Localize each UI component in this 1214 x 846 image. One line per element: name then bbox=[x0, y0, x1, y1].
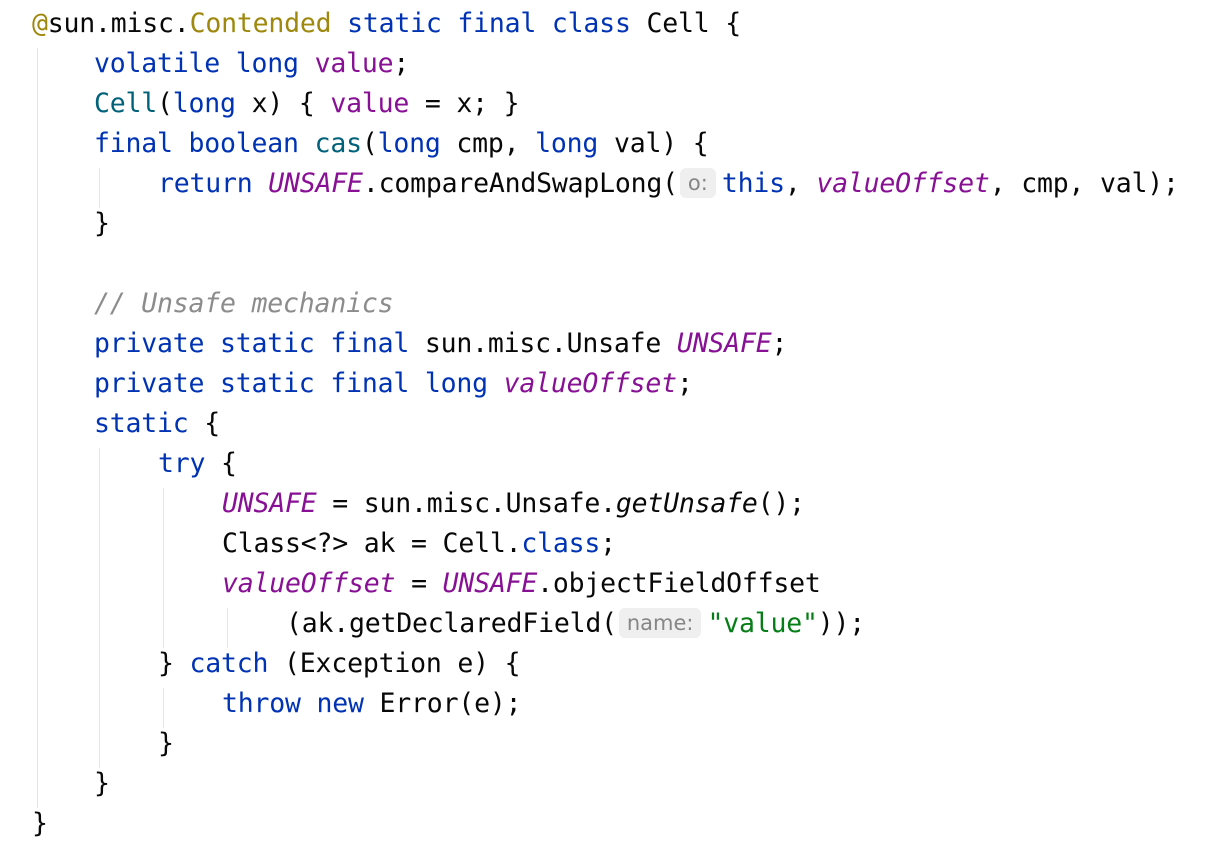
static-field: UNSAFE bbox=[442, 568, 538, 599]
closing-brace: } bbox=[94, 768, 110, 799]
indent-guide bbox=[99, 448, 100, 768]
keyword: return bbox=[158, 168, 269, 199]
keyword: this bbox=[721, 168, 785, 199]
closing-brace: } bbox=[32, 808, 48, 839]
code-line[interactable]: private static final sun.misc.Unsafe UNS… bbox=[94, 324, 787, 364]
keyword: long bbox=[535, 128, 599, 159]
indent-guide bbox=[37, 48, 38, 808]
closing-brace: } bbox=[158, 728, 174, 759]
annotation-name: Contended bbox=[189, 8, 332, 39]
indent-guide bbox=[163, 688, 164, 728]
keyword: class bbox=[521, 528, 601, 559]
punctuation: { bbox=[188, 408, 221, 439]
keyword: private static final long bbox=[94, 368, 504, 399]
code-line[interactable]: } bbox=[32, 804, 48, 844]
static-field: UNSAFE bbox=[268, 168, 363, 199]
code-text: = bbox=[395, 568, 443, 599]
punctuation: (); bbox=[757, 488, 805, 519]
code-text: (ak.getDeclaredField( bbox=[286, 608, 617, 639]
punctuation: ( bbox=[157, 88, 173, 119]
code-line[interactable]: final boolean cas(long cmp, long val) { bbox=[94, 124, 709, 164]
keyword: static bbox=[94, 408, 189, 439]
string-literal: "value" bbox=[707, 608, 818, 639]
code-text: .objectFieldOffset bbox=[537, 568, 821, 599]
annotation-at: @ bbox=[32, 8, 48, 39]
code-text: .compareAndSwapLong( bbox=[362, 168, 678, 199]
code-line[interactable]: } catch (Exception e) { bbox=[158, 644, 521, 684]
parameter-hint: name: bbox=[618, 608, 702, 638]
static-method-call: getUnsafe bbox=[615, 488, 758, 519]
static-field: valueOffset bbox=[503, 368, 678, 399]
code-text: = sun.misc.Unsafe. bbox=[316, 488, 616, 519]
comment: // Unsafe mechanics bbox=[94, 288, 394, 319]
code-line[interactable]: } bbox=[158, 724, 174, 764]
method-name: cas bbox=[314, 128, 362, 159]
punctuation: ( bbox=[361, 128, 378, 159]
keyword: final boolean bbox=[94, 128, 315, 159]
code-line[interactable]: @sun.misc.Contended static final class C… bbox=[32, 4, 741, 44]
closing-brace: } bbox=[158, 648, 190, 679]
keyword: private static final bbox=[94, 328, 425, 359]
code-line[interactable]: try { bbox=[158, 444, 237, 484]
static-field: UNSAFE bbox=[676, 328, 772, 359]
code-line[interactable]: Class<?> ak = Cell.class; bbox=[222, 524, 616, 564]
keyword: static final class bbox=[331, 8, 647, 39]
punctuation: )); bbox=[817, 608, 866, 639]
code-text: cmp, bbox=[440, 128, 536, 159]
punctuation: ; bbox=[676, 368, 693, 399]
field-name: value bbox=[314, 48, 394, 79]
punctuation: , bbox=[784, 168, 817, 199]
static-field: valueOffset bbox=[222, 568, 396, 599]
code-line[interactable]: } bbox=[94, 204, 110, 244]
code-line[interactable]: valueOffset = UNSAFE.objectFieldOffset bbox=[222, 564, 821, 604]
code-text: (Exception e) { bbox=[268, 648, 521, 679]
code-text: Class<?> ak = Cell. bbox=[222, 528, 522, 559]
code-text: = x; } bbox=[409, 88, 520, 119]
code-line[interactable]: volatile long value; bbox=[94, 44, 409, 84]
code-line[interactable]: Cell(long x) { value = x; } bbox=[94, 84, 520, 124]
annotation-package: sun.misc. bbox=[47, 8, 190, 39]
constructor-name: Cell bbox=[94, 88, 158, 119]
code-line[interactable]: return UNSAFE.compareAndSwapLong(o:this,… bbox=[158, 164, 1179, 204]
code-text: x) { bbox=[235, 88, 331, 119]
indent-guide bbox=[163, 488, 164, 648]
code-line[interactable]: UNSAFE = sun.misc.Unsafe.getUnsafe(); bbox=[222, 484, 805, 524]
code-line[interactable]: } bbox=[94, 764, 110, 804]
code-line[interactable]: (ak.getDeclaredField(name:"value")); bbox=[286, 604, 865, 644]
class-name: Cell { bbox=[646, 8, 741, 39]
code-text: Error(e); bbox=[379, 688, 522, 719]
parameter-hint: o: bbox=[679, 168, 716, 198]
code-text: , cmp, val); bbox=[989, 168, 1179, 199]
static-field: UNSAFE bbox=[222, 488, 317, 519]
indent-guide bbox=[227, 608, 228, 648]
field-name: value bbox=[330, 88, 410, 119]
keyword: long bbox=[172, 88, 236, 119]
keyword: volatile long bbox=[94, 48, 315, 79]
punctuation: { bbox=[205, 448, 237, 479]
code-line[interactable]: private static final long valueOffset; bbox=[94, 364, 693, 404]
keyword: throw new bbox=[222, 688, 380, 719]
code-line[interactable]: static { bbox=[94, 404, 220, 444]
closing-brace: } bbox=[94, 208, 110, 239]
static-field: valueOffset bbox=[816, 168, 990, 199]
punctuation: ; bbox=[393, 48, 410, 79]
keyword: long bbox=[377, 128, 441, 159]
keyword: catch bbox=[189, 648, 269, 679]
code-text: val) { bbox=[598, 128, 709, 159]
type-name: sun.misc.Unsafe bbox=[424, 328, 677, 359]
punctuation: ; bbox=[771, 328, 788, 359]
code-line[interactable]: throw new Error(e); bbox=[222, 684, 522, 724]
code-line[interactable]: // Unsafe mechanics bbox=[94, 284, 394, 324]
keyword: try bbox=[158, 448, 206, 479]
punctuation: ; bbox=[600, 528, 616, 559]
indent-guide bbox=[99, 168, 100, 208]
